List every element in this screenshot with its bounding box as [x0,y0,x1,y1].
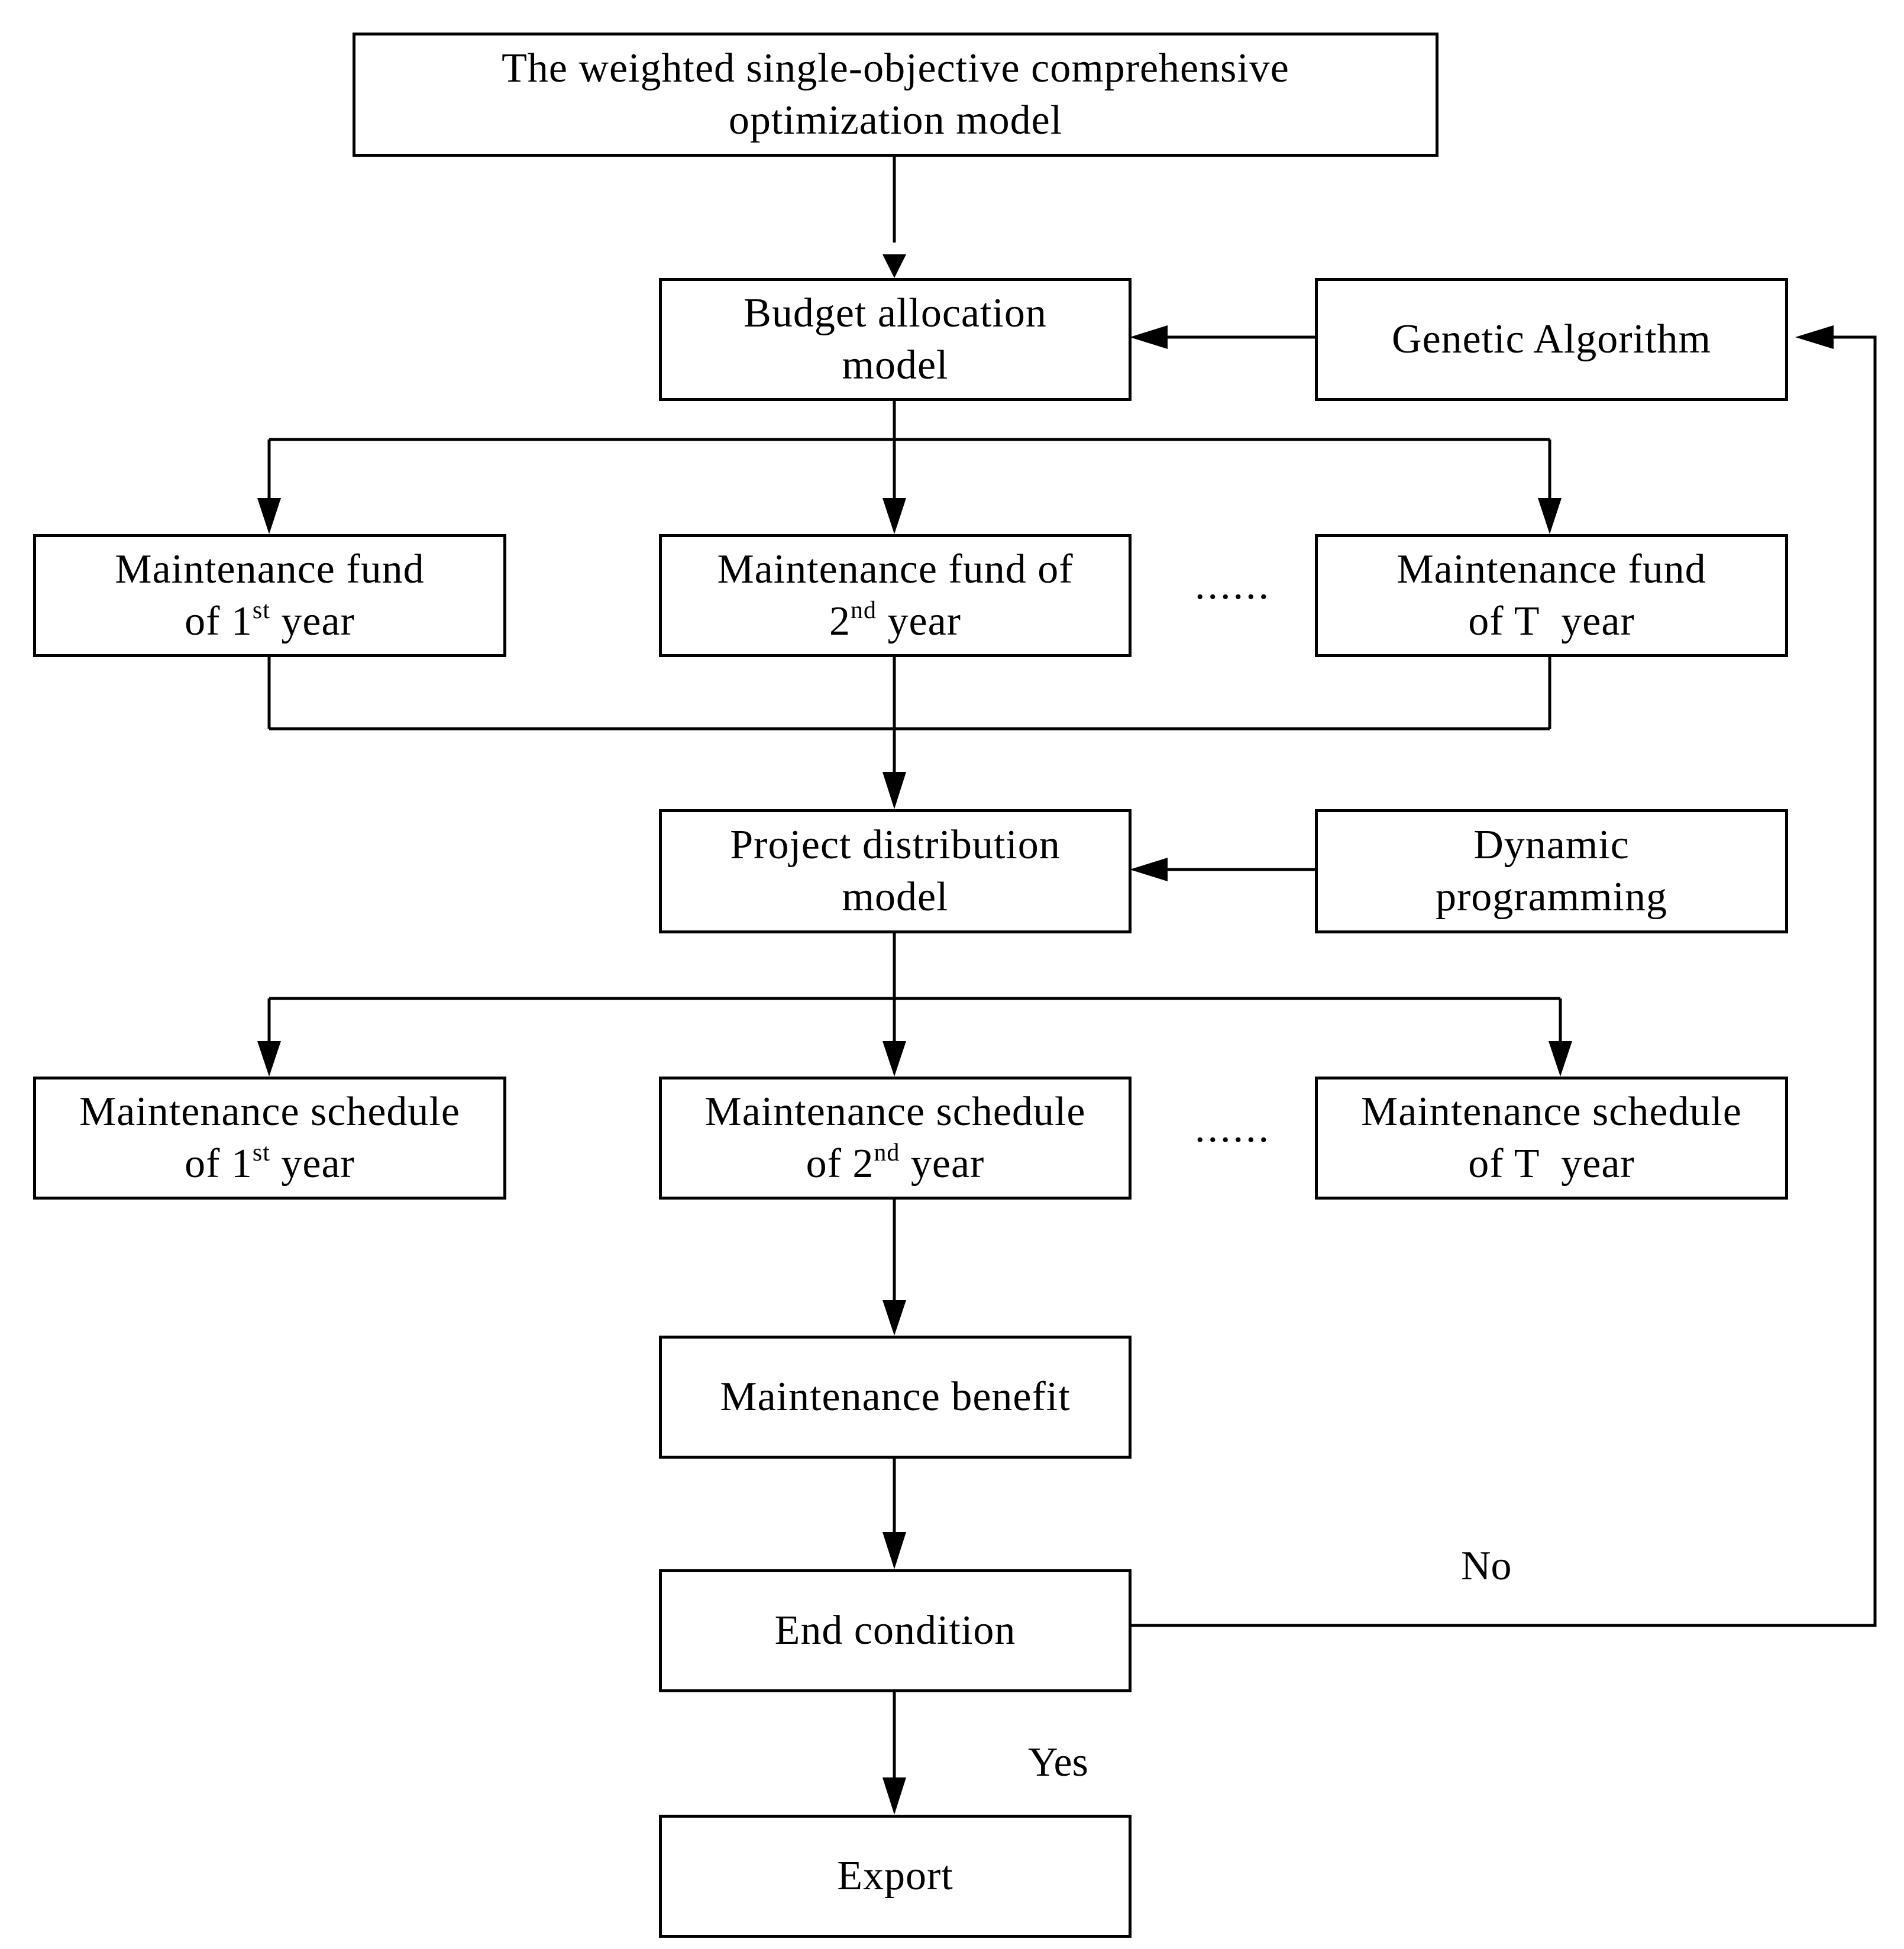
arrowhead-to-budget [883,254,906,278]
node-genetic-algorithm: Genetic Algorithm [1315,278,1788,401]
node-project-distribution-model: Project distribution model [659,809,1132,933]
node-label-line2-prefix: 2 [829,599,851,644]
node-label-line1: Maintenance schedule [1361,1089,1742,1135]
node-label: Maintenance benefit [720,1374,1071,1420]
arrowhead-to-schedule2 [883,1041,906,1077]
node-dynamic-programming: Dynamic programming [1315,809,1788,933]
node-label-line1: Maintenance fund [115,547,425,592]
node-label: End condition [774,1608,1016,1653]
arrowhead-to-schedule1 [257,1041,281,1077]
node-end-condition: End condition [659,1569,1132,1692]
arrowhead-to-fundT [1538,498,1562,534]
arrowhead-to-end [883,1532,906,1569]
node-maintenance-schedule-year1: Maintenance schedule of 1st year [33,1077,506,1200]
arrowhead-to-fund2 [883,498,906,534]
node-label-line2: of T year [1468,599,1635,644]
node-label-line1: Dynamic [1473,822,1630,868]
node-maintenance-schedule-year2: Maintenance schedule of 2nd year [659,1077,1132,1200]
node-maintenance-fund-year2: Maintenance fund of 2nd year [659,534,1132,657]
node-maintenance-schedule-yearT: Maintenance schedule of T year [1315,1077,1788,1200]
ellipsis-funds: ...... [1195,563,1271,608]
arrowhead-to-project [883,772,906,809]
arrowhead-loop-to-genetic [1795,325,1834,349]
arrowhead-to-export [883,1777,906,1815]
arrowhead-genetic-to-budget [1130,325,1168,349]
node-label-line2: model [842,342,949,388]
arrowhead-to-benefit [883,1300,906,1336]
node-label: Export [837,1853,953,1899]
node-label-line2-suffix: year [270,1141,355,1187]
node-export: Export [659,1815,1132,1938]
node-label-line2-suffix: year [877,599,961,644]
node-maintenance-fund-yearT: Maintenance fund of T year [1315,534,1788,657]
node-label-line2: optimization model [728,98,1063,143]
node-label: Genetic Algorithm [1392,316,1711,362]
node-label-line1: Maintenance schedule [79,1089,460,1135]
ordinal-suffix: st [252,1139,270,1166]
ordinal-suffix: nd [851,596,877,624]
ordinal-suffix: nd [874,1139,900,1166]
node-label-line2-suffix: year [270,599,355,644]
node-label-line1: Maintenance fund of [717,547,1074,592]
arrowhead-dynamic-to-project [1130,858,1168,881]
node-label-line2-suffix: year [900,1141,985,1187]
node-label-line1: Project distribution [730,822,1061,868]
node-maintenance-benefit: Maintenance benefit [659,1336,1132,1459]
node-label-line2: programming [1435,874,1668,920]
node-label-line1: Maintenance schedule [704,1089,1086,1135]
node-budget-allocation-model: Budget allocation model [659,278,1132,401]
edge-label-yes: Yes [1028,1740,1088,1785]
node-label-line1: Budget allocation [744,290,1047,336]
node-label-line2: of T year [1468,1141,1635,1187]
ordinal-suffix: st [252,596,270,624]
node-maintenance-fund-year1: Maintenance fund of 1st year [33,534,506,657]
node-label-line2-prefix: of 1 [185,1141,253,1187]
arrowhead-to-fund1 [257,498,281,534]
node-label-line2-prefix: of 1 [185,599,253,644]
node-label-line1: Maintenance fund [1397,547,1706,592]
edge-label-no: No [1461,1543,1512,1589]
node-weighted-optimization-model: The weighted single-objective comprehens… [353,33,1438,157]
edge-end-feedback-loop [1129,335,1877,1627]
arrowhead-to-scheduleT [1549,1041,1572,1077]
node-label-line1: The weighted single-objective comprehens… [502,46,1289,91]
node-label-line2: model [842,874,949,920]
node-label-line2-prefix: of 2 [806,1141,874,1187]
ellipsis-schedules: ...... [1195,1106,1271,1151]
